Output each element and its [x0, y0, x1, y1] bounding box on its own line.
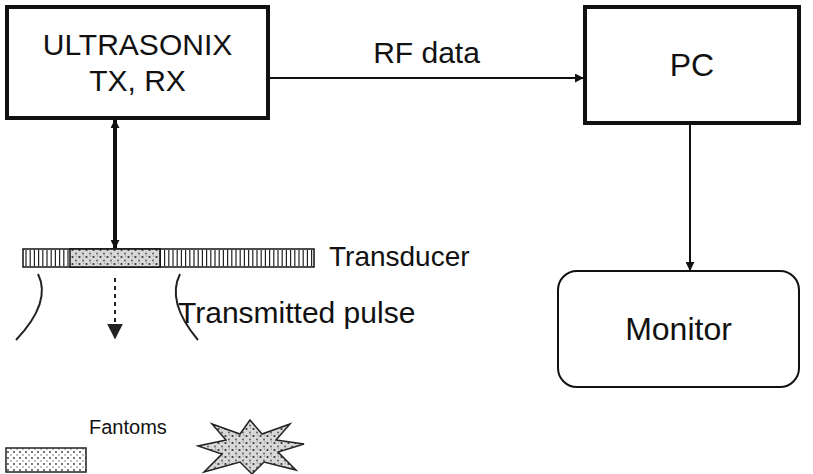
array-element: [198, 250, 199, 266]
array-element: [252, 250, 253, 266]
array-element: [265, 250, 266, 266]
array-element: [235, 250, 236, 266]
edge-label: RF data: [370, 36, 483, 70]
phantom-label: Fantoms: [86, 416, 170, 439]
part-label: Transducer: [329, 240, 470, 274]
array-element: [303, 250, 304, 266]
array-element: [282, 250, 283, 266]
array-element: [30, 250, 31, 266]
array-element: [193, 250, 194, 266]
phantom-tissue: [198, 420, 304, 474]
signal-arrow: [113, 120, 117, 248]
array-element: [177, 250, 178, 266]
array-element: [286, 250, 287, 266]
array-element: [248, 250, 249, 266]
array-element: [172, 250, 173, 266]
array-element: [261, 250, 262, 266]
array-element: [269, 250, 270, 266]
array-element: [46, 250, 47, 266]
transducer-outline: [23, 249, 314, 267]
array-element: [55, 250, 56, 266]
array-element: [42, 250, 43, 266]
array-element: [214, 250, 215, 266]
array-element: [227, 250, 228, 266]
array-element: [210, 250, 211, 266]
transducer-bar: [22, 248, 315, 268]
array-element: [294, 250, 295, 266]
array-element: [189, 250, 190, 266]
array-element: [59, 250, 60, 266]
transducer-array: Transducer: [22, 248, 315, 268]
box-label: ULTRASONIX TX, RX: [20, 27, 255, 99]
array-element: [168, 250, 169, 266]
array-element: [38, 250, 39, 266]
computer-box: PC: [583, 5, 801, 125]
signal-arrow: [689, 125, 691, 270]
active-aperture: [70, 249, 160, 267]
box-label: Monitor: [625, 310, 732, 348]
pulse-arrow: [114, 278, 116, 338]
signal-arrow: [270, 77, 583, 79]
array-element: [290, 250, 291, 266]
array-element: [67, 250, 68, 266]
array-element: [311, 250, 312, 266]
array-element: [219, 250, 220, 266]
array-element: [231, 250, 232, 266]
beam-curve: [16, 274, 42, 340]
array-element: [63, 250, 64, 266]
array-element: [185, 250, 186, 266]
monitor-box: Monitor: [557, 270, 800, 388]
array-element: [202, 250, 203, 266]
array-element: [181, 250, 182, 266]
array-element: [25, 250, 26, 266]
array-element: [223, 250, 224, 266]
box-label: PC: [670, 46, 714, 84]
array-element: [164, 250, 165, 266]
device-box: ULTRASONIX TX, RX: [5, 5, 270, 120]
array-element: [244, 250, 245, 266]
beam-label: Transmitted pulse: [175, 296, 418, 330]
array-element: [256, 250, 257, 266]
array-element: [51, 250, 52, 266]
array-element: [307, 250, 308, 266]
array-element: [206, 250, 207, 266]
array-element: [240, 250, 241, 266]
array-element: [273, 250, 274, 266]
array-element: [298, 250, 299, 266]
array-element: [34, 250, 35, 266]
array-element: [277, 250, 278, 266]
phantom-block: [6, 448, 86, 472]
